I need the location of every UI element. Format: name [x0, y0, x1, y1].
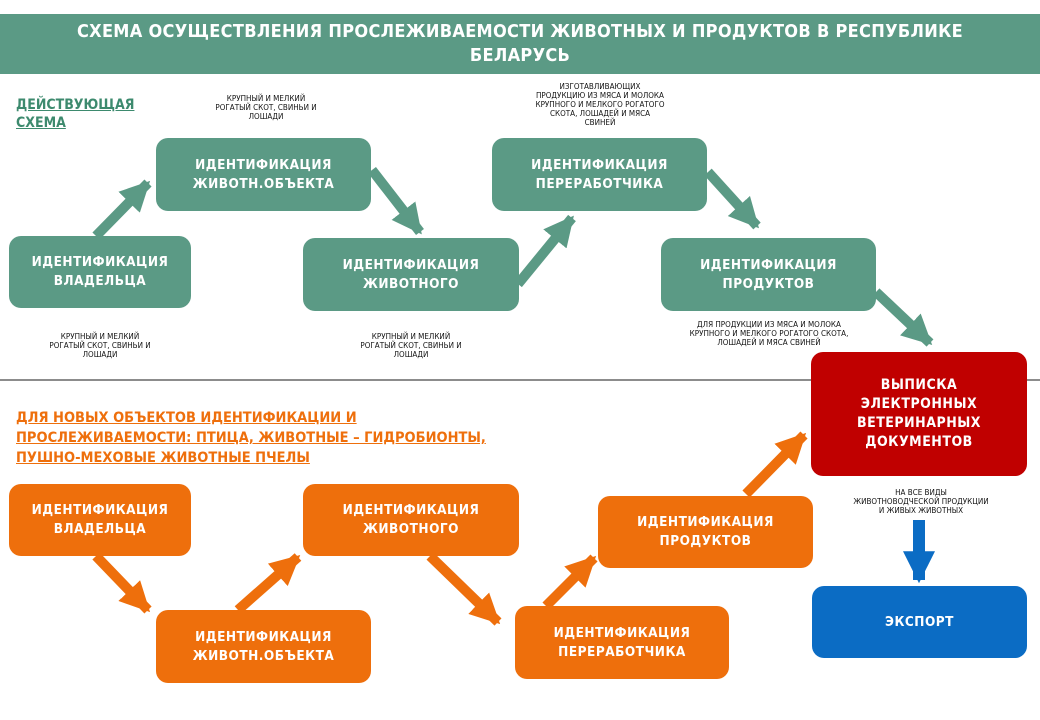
- orange-products-box: ИДЕНТИФИКАЦИЯ ПРОДУКТОВ: [598, 496, 813, 568]
- arrow-owner-to-object: [92, 179, 152, 240]
- note-object: КРУПНЫЙ И МЕЛКИЙ РОГАТЫЙ СКОТ, СВИНЬИ И …: [215, 94, 317, 121]
- arrow-products-to-vet-docs: [872, 288, 934, 347]
- orange-object-box: ИДЕНТИФИКАЦИЯ ЖИВОТН.ОБЪЕКТА: [156, 610, 371, 683]
- arrow-new-processor-to-products: [542, 554, 598, 610]
- arrow-new-products-to-vet-docs: [742, 431, 808, 498]
- note-animal: КРУПНЫЙ И МЕЛКИЙ РОГАТЫЙ СКОТ, СВИНЬИ И …: [360, 332, 462, 359]
- arrow-animal-to-processor: [514, 214, 576, 288]
- current-scheme-label: ДЕЙСТВУЮЩАЯ СХЕМА: [16, 97, 135, 131]
- new-scheme-label: ДЛЯ НОВЫХ ОБЪЕКТОВ ИДЕНТИФИКАЦИИ И ПРОСЛ…: [16, 410, 486, 466]
- orange-processor-box: ИДЕНТИФИКАЦИЯ ПЕРЕРАБОТЧИКА: [515, 606, 729, 679]
- arrow-new-animal-to-processor: [426, 552, 502, 626]
- vet-docs-box: ВЫПИСКА ЭЛЕКТРОННЫХ ВЕТЕРИНАРНЫХ ДОКУМЕН…: [811, 352, 1027, 476]
- green-processor-box: ИДЕНТИФИКАЦИЯ ПЕРЕРАБОТЧИКА: [492, 138, 707, 211]
- arrow-object-to-animal: [368, 166, 424, 236]
- note-processor: ИЗГОТАВЛИВАЮЩИХ ПРОДУКЦИЮ ИЗ МЯСА И МОЛО…: [535, 82, 665, 127]
- note-owner: КРУПНЫЙ И МЕЛКИЙ РОГАТЫЙ СКОТ, СВИНЬИ И …: [49, 332, 151, 359]
- green-animal-box: ИДЕНТИФИКАЦИЯ ЖИВОТНОГО: [303, 238, 519, 311]
- orange-animal-box: ИДЕНТИФИКАЦИЯ ЖИВОТНОГО: [303, 484, 519, 556]
- section-divider: [0, 379, 1040, 381]
- arrow-new-object-to-animal: [234, 553, 302, 614]
- export-box: ЭКСПОРТ: [812, 586, 1027, 658]
- green-owner-box: ИДЕНТИФИКАЦИЯ ВЛАДЕЛЬЦА: [9, 236, 191, 308]
- orange-owner-box: ИДЕНТИФИКАЦИЯ ВЛАДЕЛЬЦА: [9, 484, 191, 556]
- arrow-new-owner-to-object: [92, 552, 152, 614]
- diagram-title: СХЕМА ОСУЩЕСТВЛЕНИЯ ПРОСЛЕЖИВАЕМОСТИ ЖИВ…: [0, 14, 1040, 74]
- note-products: ДЛЯ ПРОДУКЦИИ ИЗ МЯСА И МОЛОКА КРУПНОГО …: [689, 320, 849, 347]
- green-object-box: ИДЕНТИФИКАЦИЯ ЖИВОТН.ОБЪЕКТА: [156, 138, 371, 211]
- note-vet-docs: НА ВСЕ ВИДЫ ЖИВОТНОВОДЧЕСКОЙ ПРОДУКЦИИ И…: [853, 488, 989, 515]
- green-products-box: ИДЕНТИФИКАЦИЯ ПРОДУКТОВ: [661, 238, 876, 311]
- arrow-processor-to-products: [704, 168, 761, 230]
